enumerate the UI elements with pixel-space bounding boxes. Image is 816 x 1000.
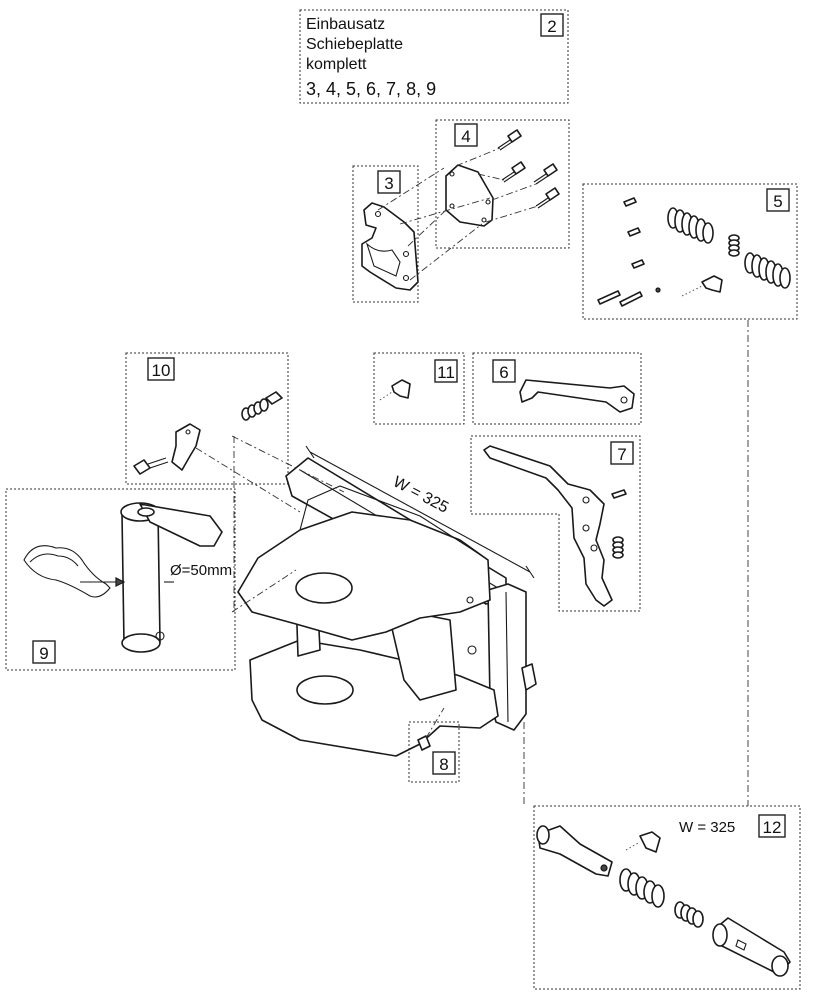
locking-lever-6 (519, 379, 635, 413)
spring-small (728, 234, 740, 257)
pin-long-1 (597, 290, 621, 305)
callout-6: 6 (499, 363, 508, 382)
kit-title-line3: komplett (306, 56, 367, 73)
pin-small-2 (627, 227, 641, 237)
box-12: 12 W = 325 (533, 805, 801, 990)
width-label-pin: W = 325 (679, 819, 735, 836)
spring-7 (612, 536, 624, 559)
spring-large-1 (667, 207, 714, 244)
callout-9: 9 (39, 644, 48, 663)
callout-10: 10 (152, 361, 171, 380)
box-3: 3 (352, 165, 419, 303)
spring-large-2 (744, 252, 791, 289)
coupling-body (237, 457, 537, 757)
spring-bolt-10 (241, 391, 283, 421)
box-5: 5 (582, 183, 798, 320)
box-9: 9 Ø=50mm (5, 488, 236, 671)
latch-clip-11 (391, 379, 411, 399)
callout-8: 8 (439, 755, 448, 774)
callout-5: 5 (773, 192, 782, 211)
coupling-pin (120, 502, 223, 653)
ball (655, 287, 661, 293)
pin-small-1 (623, 197, 637, 207)
latch-clip-5 (701, 275, 723, 293)
latch-clip-12 (639, 831, 661, 853)
callout-2: 2 (547, 17, 556, 36)
cover-plate (445, 164, 494, 227)
box-4: 4 (435, 119, 570, 249)
spring-small-12 (674, 901, 704, 928)
kit-box-2: Einbausatz Schiebeplatte komplett 3, 4, … (299, 9, 569, 104)
callout-3: 3 (384, 174, 393, 193)
width-label-main: W = 325 (390, 474, 451, 517)
screw-c (533, 163, 558, 185)
box-10: 10 (125, 352, 289, 485)
slide-bolt (536, 825, 613, 877)
bolt-10 (133, 459, 151, 475)
pin-long-2 (619, 291, 643, 307)
pin-diameter-label: Ø=50mm (170, 562, 232, 579)
screw-d (535, 187, 560, 209)
pin-small-3 (631, 259, 645, 269)
callout-12: 12 (763, 818, 782, 837)
handle-lever-7 (483, 445, 613, 607)
pin-7 (611, 489, 627, 499)
box-7: 7 (470, 435, 641, 612)
kit-title-line1: Einbausatz (306, 16, 385, 33)
box-6: 6 (472, 352, 642, 425)
grease-nipple (417, 735, 431, 751)
lever-10 (171, 423, 201, 471)
bolt-sleeve (712, 917, 791, 977)
kit-title-line2: Schiebeplatte (306, 36, 403, 53)
box-11: 11 (373, 352, 465, 425)
screw-b (501, 161, 526, 183)
box-8: 8 (408, 707, 460, 783)
slide-plate (361, 202, 419, 291)
callout-11: 11 (437, 363, 455, 382)
screw-a (497, 129, 522, 151)
spring-large-12 (619, 868, 665, 908)
kit-parts-list: 3, 4, 5, 6, 7, 8, 9 (306, 79, 436, 99)
callout-7: 7 (617, 445, 626, 464)
callout-4: 4 (461, 127, 470, 146)
spring-clip (23, 545, 111, 598)
